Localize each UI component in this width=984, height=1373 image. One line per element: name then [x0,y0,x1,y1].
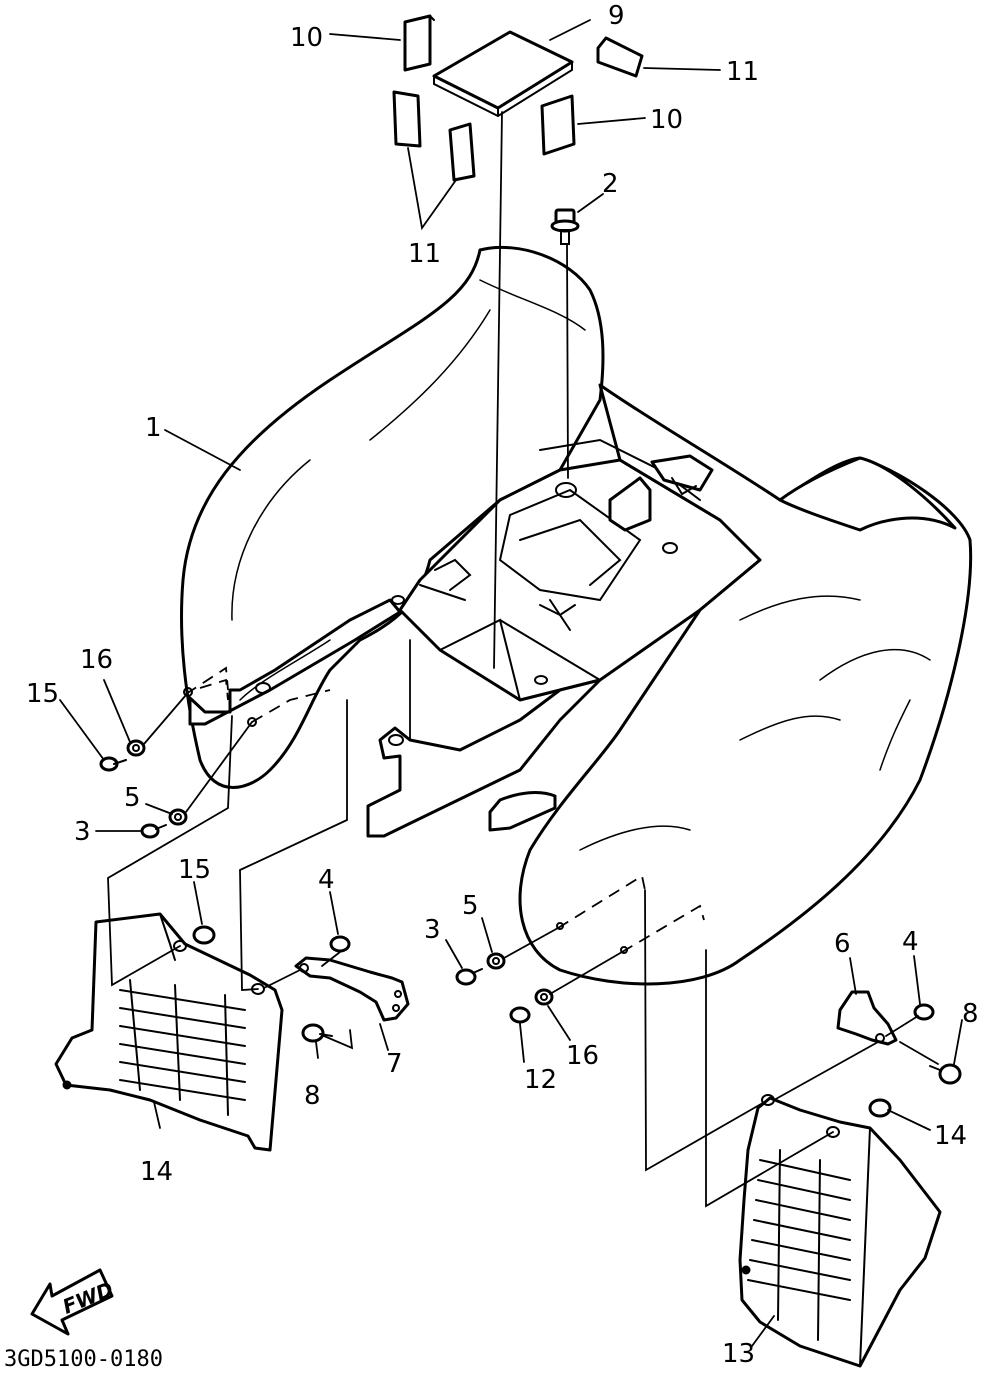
callout-16-right: 16 [566,1041,599,1071]
callout-2: 2 [602,169,619,199]
bolt-part-14-left [99,756,127,772]
callout-8-right: 8 [962,999,979,1029]
callout-16-left: 16 [80,645,113,675]
bolt-part-8-left [301,1023,333,1043]
guard-13-slats [119,979,246,1116]
washer-part-5-left [168,808,188,826]
washer-part-5-right [486,952,506,970]
nut-part-4-left [329,935,351,953]
callout-9: 9 [608,1,625,31]
callout-14-left: 15 [26,679,59,709]
drawing-code: 3GD5100-0180 [4,1347,163,1372]
bolt-part-3-left [140,823,167,839]
callout-3-left: 3 [74,817,91,847]
bolt-part-14-right [509,1006,531,1024]
callout-leaders [59,19,963,1347]
seat-pad-part-9 [432,30,574,118]
washer-part-16-left [126,739,146,757]
damper-part-10-right [540,94,576,156]
callout-labels: 10 9 11 10 11 2 1 16 15 5 3 15 4 8 7 14 … [26,1,979,1369]
callout-1: 1 [145,413,162,443]
guard-12-slats [747,1149,851,1341]
callout-14-right: 12 [524,1065,557,1095]
assembly-lines [107,111,939,1208]
callout-10-top: 10 [290,23,323,53]
callout-15-right: 14 [934,1121,967,1151]
damper-part-11-right [596,36,644,78]
nut-part-15-right [868,1098,892,1118]
side-guard-part-13 [54,912,284,1152]
bolt-part-3-right [455,968,483,986]
callout-4-left: 4 [318,865,335,895]
damper-part-10-top [403,14,435,72]
callout-10-right: 10 [650,105,683,135]
callout-11-bottom: 11 [408,239,441,269]
callout-3-right: 3 [424,915,441,945]
callout-6: 6 [834,929,851,959]
callout-4-right: 4 [902,927,919,957]
callout-7: 7 [386,1049,403,1079]
damper-part-11-left-b [448,122,476,182]
callout-15-left: 15 [178,855,211,885]
callout-5-left: 5 [124,783,141,813]
damper-part-11-left-a [392,90,422,148]
bracket-part-7 [294,956,410,1022]
side-guard-part-12 [738,1094,942,1368]
fwd-direction-arrow: FWD [30,1268,117,1336]
callout-8-left: 8 [304,1081,321,1111]
bolt-part-8-right [929,1063,962,1085]
rear-fender-part-1 [180,245,973,986]
nut-part-15-left [192,925,216,945]
callout-12: 13 [722,1339,755,1369]
bracket-part-6 [836,990,898,1046]
callout-13: 14 [140,1157,173,1187]
washer-part-16-right [534,988,554,1006]
bolt-part-2 [550,208,580,245]
callout-11-right: 11 [726,57,759,87]
nut-part-4-right [913,1003,935,1021]
callout-5-right: 5 [462,891,479,921]
